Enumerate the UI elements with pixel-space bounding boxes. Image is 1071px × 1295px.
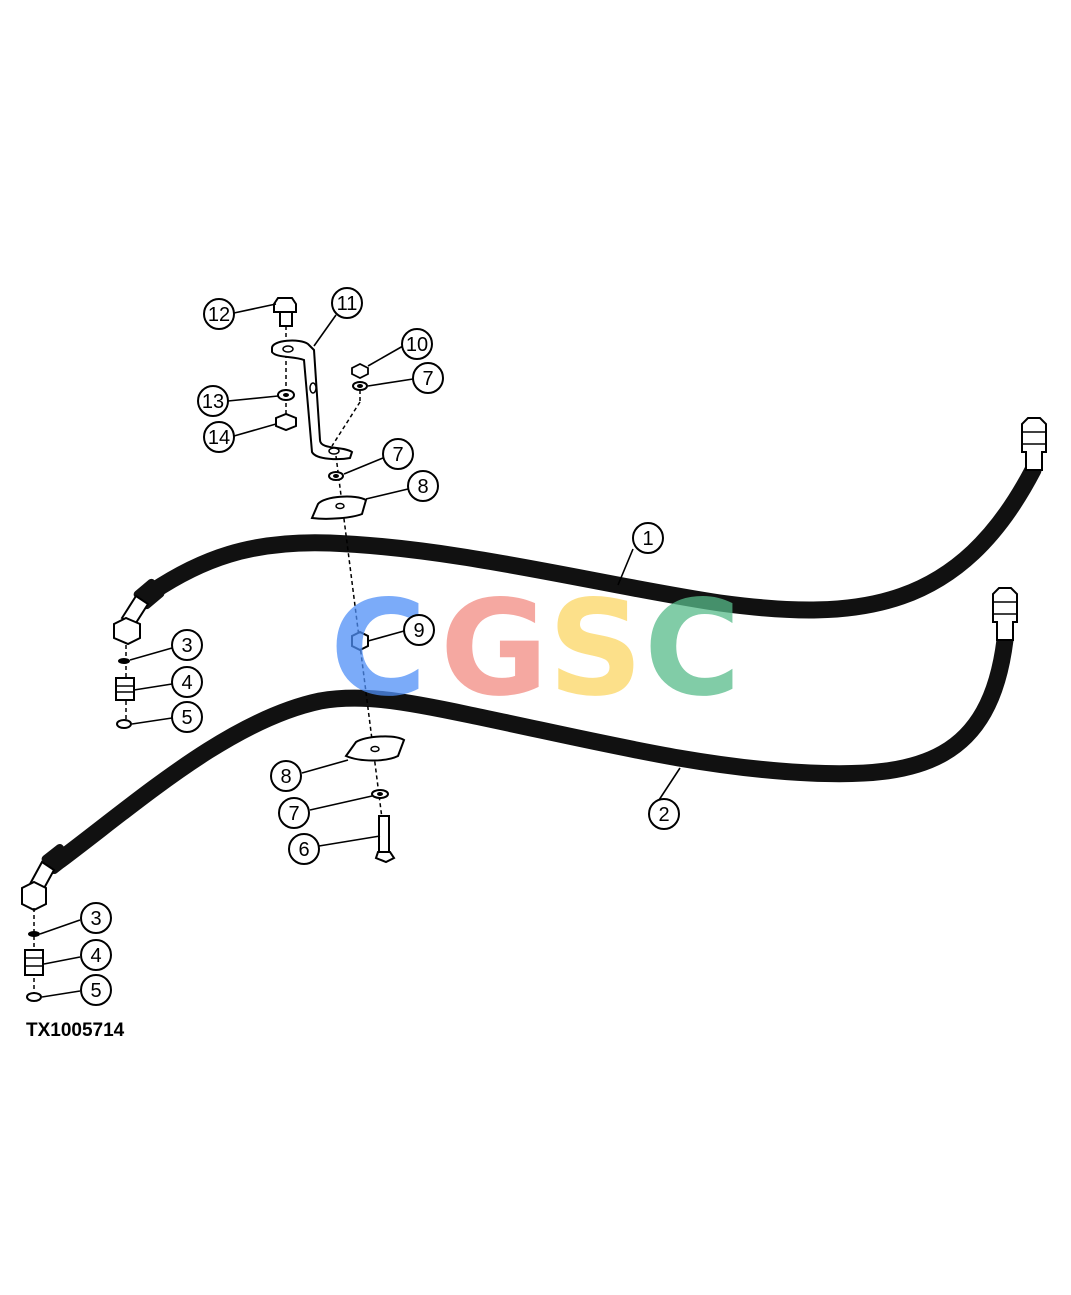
callout-7-top: 7 — [412, 362, 444, 394]
watermark-letter-g: G — [440, 572, 548, 726]
callout-3-upper: 3 — [171, 629, 203, 661]
callout-11: 11 — [331, 287, 363, 319]
callout-13: 13 — [197, 385, 229, 417]
svg-text:5: 5 — [90, 980, 101, 1002]
bracket-assembly — [271, 297, 369, 461]
svg-text:7: 7 — [288, 803, 299, 825]
clamp-stack — [310, 455, 406, 864]
callout-4-upper: 4 — [171, 666, 203, 698]
svg-text:3: 3 — [90, 908, 101, 930]
callout-8-bottom: 8 — [270, 760, 302, 792]
callout-5-upper: 5 — [171, 701, 203, 733]
svg-text:8: 8 — [417, 476, 428, 498]
watermark-letter-c2: C — [644, 572, 741, 726]
hose-2 — [21, 587, 1018, 912]
svg-text:6: 6 — [298, 839, 309, 861]
callout-8-top: 8 — [407, 470, 439, 502]
svg-text:9: 9 — [413, 620, 424, 642]
fitting-stack-upper — [115, 645, 135, 729]
leader-lines — [39, 303, 681, 998]
callout-6: 6 — [288, 833, 320, 865]
svg-text:8: 8 — [280, 766, 291, 788]
svg-text:5: 5 — [181, 707, 192, 729]
callout-7-middle: 7 — [382, 438, 414, 470]
callout-14: 14 — [203, 421, 235, 453]
svg-text:4: 4 — [90, 945, 101, 967]
svg-text:1: 1 — [642, 528, 653, 550]
svg-text:4: 4 — [181, 672, 192, 694]
svg-text:10: 10 — [406, 334, 428, 356]
svg-text:2: 2 — [658, 804, 669, 826]
callout-5-lower: 5 — [80, 974, 112, 1006]
svg-text:7: 7 — [422, 368, 433, 390]
callout-2: 2 — [648, 798, 680, 830]
svg-text:14: 14 — [208, 427, 230, 449]
callout-12: 12 — [203, 298, 235, 330]
callout-3-lower: 3 — [80, 902, 112, 934]
callout-10: 10 — [401, 328, 433, 360]
watermark-letter-s: S — [548, 572, 643, 726]
watermark-letter-c1: C — [330, 572, 427, 726]
callout-1: 1 — [632, 522, 664, 554]
hose-1 — [113, 417, 1047, 646]
callouts: 1 2 3 4 5 3 4 5 6 7 8 9 7 8 7 10 11 12 1… — [80, 287, 680, 1006]
fitting-stack-lower — [24, 908, 44, 1002]
callout-7-bottom: 7 — [278, 797, 310, 829]
watermark: C G S C — [330, 572, 741, 726]
svg-text:13: 13 — [202, 391, 224, 413]
callout-9: 9 — [403, 614, 435, 646]
svg-text:11: 11 — [337, 293, 358, 315]
figure-id: TX1005714 — [26, 1020, 125, 1041]
svg-text:12: 12 — [208, 304, 230, 326]
svg-text:3: 3 — [181, 635, 192, 657]
callout-4-lower: 4 — [80, 939, 112, 971]
svg-text:7: 7 — [392, 444, 403, 466]
